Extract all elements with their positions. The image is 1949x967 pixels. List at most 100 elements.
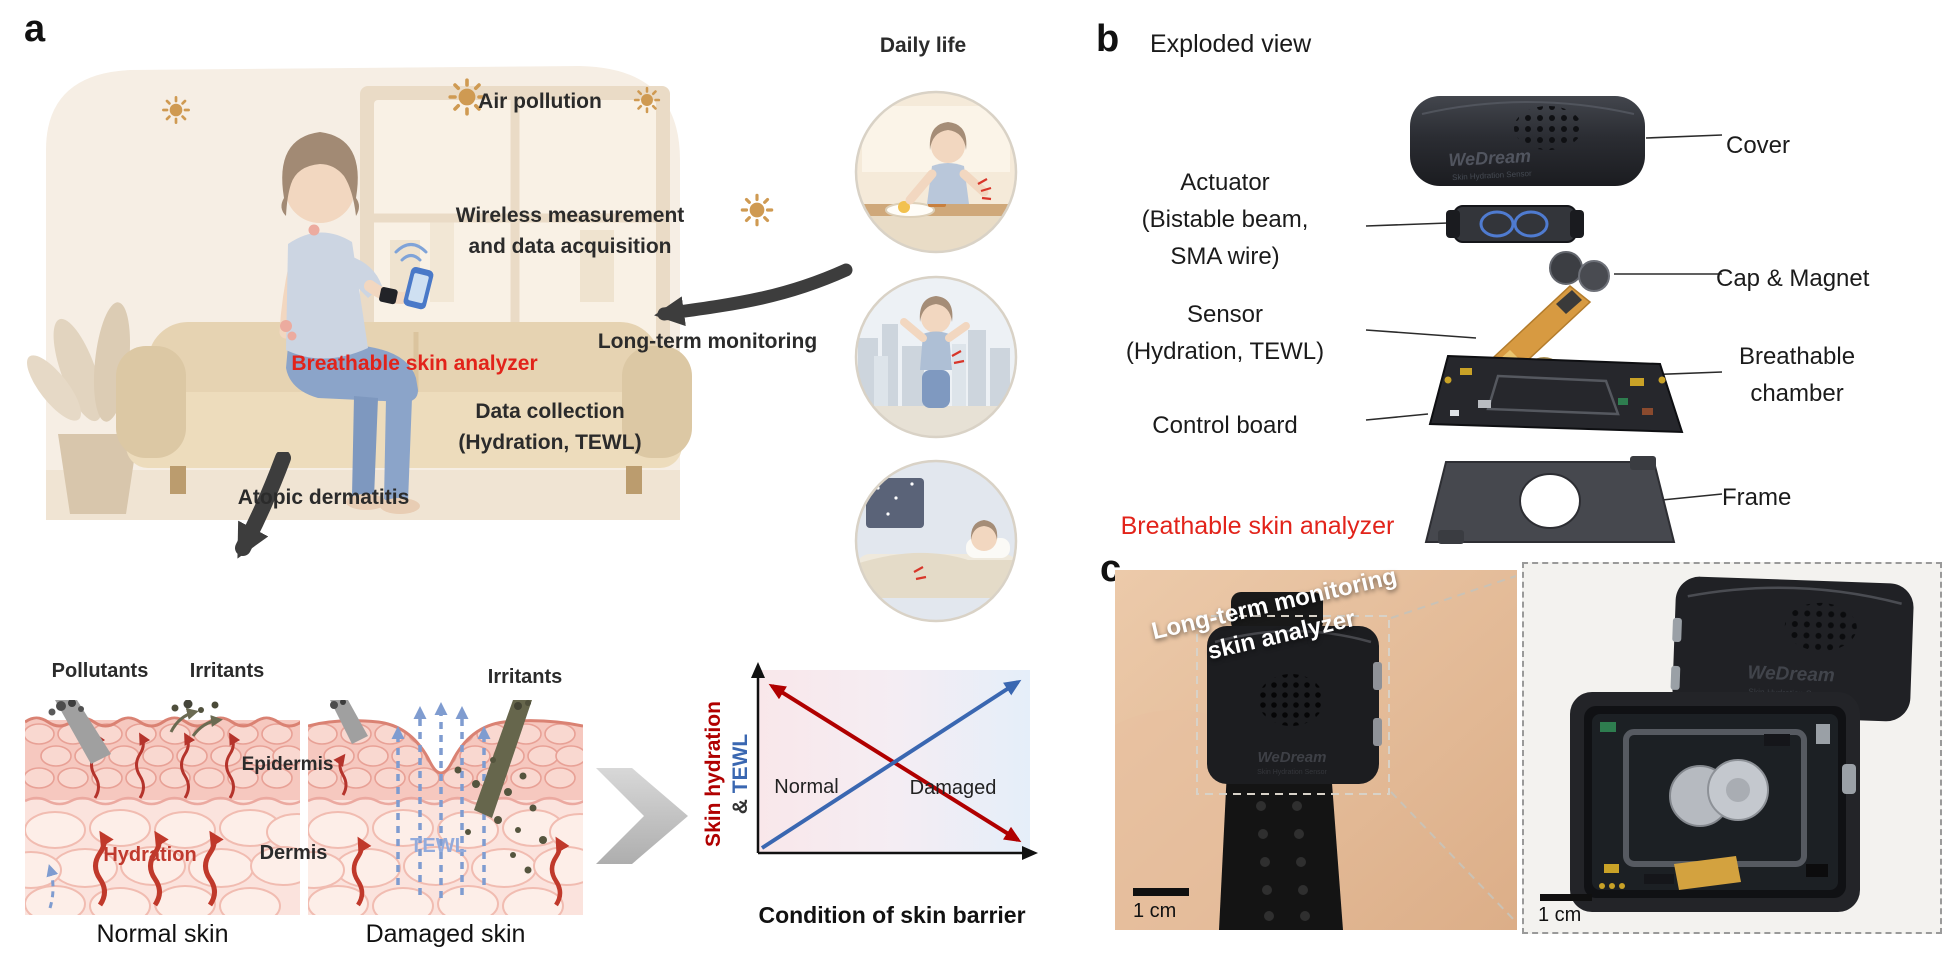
actuator-line3: SMA wire) bbox=[1170, 243, 1280, 270]
irritation-marks-sleep bbox=[913, 566, 927, 581]
hydration-label: Hydration bbox=[103, 844, 197, 866]
long-term-monitoring-arrow bbox=[654, 263, 853, 327]
wireless-measurement-label: Wireless measurement and data acquisitio… bbox=[410, 200, 730, 262]
frame-part bbox=[1424, 456, 1676, 544]
zoom-line-bottom bbox=[1390, 791, 1517, 923]
pollutant-rod-damaged bbox=[330, 700, 368, 744]
usb-connector bbox=[1842, 764, 1856, 794]
cap-magnet-label: Cap & Magnet bbox=[1716, 265, 1870, 292]
pollutants-label: Pollutants bbox=[51, 660, 149, 682]
watch-brand-text: WeDream bbox=[1258, 749, 1327, 766]
lid-brand-text: WeDream bbox=[1747, 662, 1835, 686]
device-base bbox=[1570, 692, 1860, 912]
flex-cable bbox=[1674, 856, 1741, 890]
actuator-line2: (Bistable beam, bbox=[1141, 206, 1309, 233]
breathable-skin-analyzer-caption: Breathable skin analyzer bbox=[1120, 512, 1395, 540]
wearable-device: WeDream Skin Hydration Sensor bbox=[1207, 626, 1382, 784]
frame-label: Frame bbox=[1722, 484, 1792, 511]
wrist-photo: WeDream Skin Hydration Sensor bbox=[1115, 570, 1517, 930]
daily-life-photo-sleep bbox=[856, 461, 1016, 621]
breathable-holes bbox=[1514, 106, 1582, 150]
daily-life-photos bbox=[854, 90, 1018, 623]
device-lid: WeDream Skin Hydration Sensor bbox=[1670, 576, 1914, 722]
atopic-dermatitis-label: Atopic dermatitis bbox=[237, 486, 410, 509]
tewl-arrow-small bbox=[46, 864, 59, 909]
penetrated-irritant-dots bbox=[454, 757, 547, 874]
cover-label: Cover bbox=[1726, 132, 1791, 159]
control-board-part bbox=[1428, 354, 1684, 434]
moisture-arrows-epidermis bbox=[90, 732, 241, 799]
device-open-photo: WeDream Skin Hydration Sensor bbox=[1540, 576, 1914, 912]
daily-life-photo-meal bbox=[856, 92, 1016, 252]
wireless-line1: Wireless measurement bbox=[455, 204, 685, 227]
device-open-photo-frame: WeDream Skin Hydration Sensor bbox=[1522, 562, 1942, 934]
sensor-line1: Sensor bbox=[1186, 301, 1264, 328]
zoom-region-outline bbox=[1196, 615, 1390, 795]
transition-arrow bbox=[596, 768, 688, 864]
wireless-line2: and data acquisition bbox=[468, 235, 672, 258]
irritants-label-left: Irritants bbox=[189, 660, 265, 682]
damaged-skin-diagram bbox=[308, 700, 583, 915]
lifestyle-scene-illustration bbox=[27, 66, 853, 520]
ylabel-amp: & bbox=[729, 793, 752, 815]
ylabel-tewl-word: TEWL bbox=[729, 733, 752, 794]
panel-b-label: b bbox=[1096, 18, 1120, 60]
panel-a-label: a bbox=[24, 8, 46, 50]
smartphone bbox=[403, 266, 434, 310]
hydration-arrows-dermis bbox=[93, 830, 224, 907]
cap-magnet-part bbox=[1549, 251, 1610, 292]
scale-bar-right bbox=[1540, 894, 1592, 901]
irritants-label-right: Irritants bbox=[487, 666, 563, 688]
actuator-part-label: Actuator (Bistable beam, SMA wire) bbox=[1080, 164, 1370, 275]
exploded-device: WeDream Skin Hydration Sensor bbox=[1365, 96, 1723, 544]
device-breathable-holes bbox=[1258, 674, 1324, 726]
scale-label-left: 1 cm bbox=[1133, 900, 1177, 922]
data-collection-label: Data collection (Hydration, TEWL) bbox=[425, 396, 675, 458]
breathable-chamber-label: Breathable chamber bbox=[1702, 338, 1892, 412]
normal-skin-caption: Normal skin bbox=[96, 920, 229, 948]
normal-skin-diagram bbox=[25, 700, 300, 915]
daily-life-label: Daily life bbox=[879, 34, 967, 57]
scale-label-right: 1 cm bbox=[1538, 904, 1582, 926]
damaged-skin-caption: Damaged skin bbox=[365, 920, 526, 948]
wireless-signal-icon bbox=[400, 254, 422, 262]
pollutant-rod bbox=[48, 700, 111, 764]
daily-life-photo-activity bbox=[856, 277, 1016, 437]
air-pollution-label: Air pollution bbox=[478, 90, 602, 113]
irritation-marks-activity bbox=[951, 350, 965, 365]
chart-normal-region-label: Normal bbox=[774, 776, 839, 798]
chart-x-axis-label: Condition of skin barrier bbox=[758, 902, 1026, 928]
lid-breathable-holes bbox=[1784, 602, 1857, 651]
chart-damaged-region-label: Damaged bbox=[909, 777, 997, 799]
actuator-part bbox=[1446, 205, 1584, 243]
hydration-arrows-damaged bbox=[351, 836, 570, 907]
chart-y-axis-label: Skin hydration & TEWL bbox=[700, 659, 754, 889]
ylabel-hydration: Skin hydration bbox=[702, 701, 725, 847]
irritation-marks-meal bbox=[977, 178, 992, 201]
control-board-label: Control board bbox=[1152, 412, 1298, 439]
zoom-line-top bbox=[1390, 575, 1517, 619]
data-collection-line2: (Hydration, TEWL) bbox=[458, 431, 642, 454]
epidermis-label: Epidermis bbox=[241, 754, 334, 775]
woman-illustration bbox=[279, 132, 434, 514]
irritant-particles bbox=[169, 700, 223, 737]
strap-holes bbox=[1256, 801, 1310, 921]
exploded-view-title: Exploded view bbox=[1150, 30, 1312, 58]
wrist-analyzer-device bbox=[379, 287, 398, 305]
sensor-line2: (Hydration, TEWL) bbox=[1125, 338, 1325, 365]
actuator-line1: Actuator bbox=[1180, 169, 1270, 196]
tewl-arrows bbox=[391, 702, 491, 898]
breathable-line2: chamber bbox=[1750, 380, 1844, 407]
scale-bar-left bbox=[1133, 888, 1189, 896]
strap-top bbox=[1231, 592, 1323, 632]
arrow-to-skin-diagrams bbox=[235, 452, 291, 559]
watch-sub-text: Skin Hydration Sensor bbox=[1257, 769, 1327, 776]
dermis-label: Dermis bbox=[259, 842, 328, 864]
cover-part: WeDream Skin Hydration Sensor bbox=[1410, 96, 1645, 186]
sensor-part-label: Sensor (Hydration, TEWL) bbox=[1080, 296, 1370, 370]
tewl-label: TEWL bbox=[410, 835, 467, 857]
tewl-trend-line bbox=[760, 679, 1022, 850]
ylabel-tewl: & TEWL bbox=[727, 659, 754, 889]
dermatitis-patch bbox=[280, 320, 292, 332]
